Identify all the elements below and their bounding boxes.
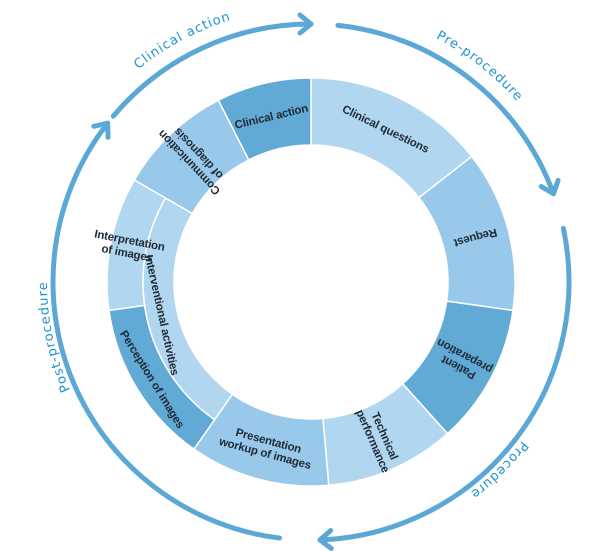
phase-arrows	[50, 12, 572, 551]
arrow-pre-procedure-phase	[335, 22, 556, 197]
arrowhead-icon	[317, 527, 334, 551]
arrow-clinical-action-phase	[110, 21, 314, 119]
segment-clinical-action	[217, 77, 312, 161]
arrowhead-icon	[538, 177, 561, 197]
arrow-procedure-phase	[317, 225, 572, 543]
arrow-post-procedure-phase	[50, 120, 283, 541]
arrowhead-icon	[91, 120, 111, 140]
arrowhead-icon	[297, 12, 314, 36]
phase-label-procedure-phase: Procedure	[467, 438, 531, 502]
segment-ring	[106, 77, 516, 487]
phase-label-pre-procedure-phase: Pre-procedure	[434, 28, 526, 104]
